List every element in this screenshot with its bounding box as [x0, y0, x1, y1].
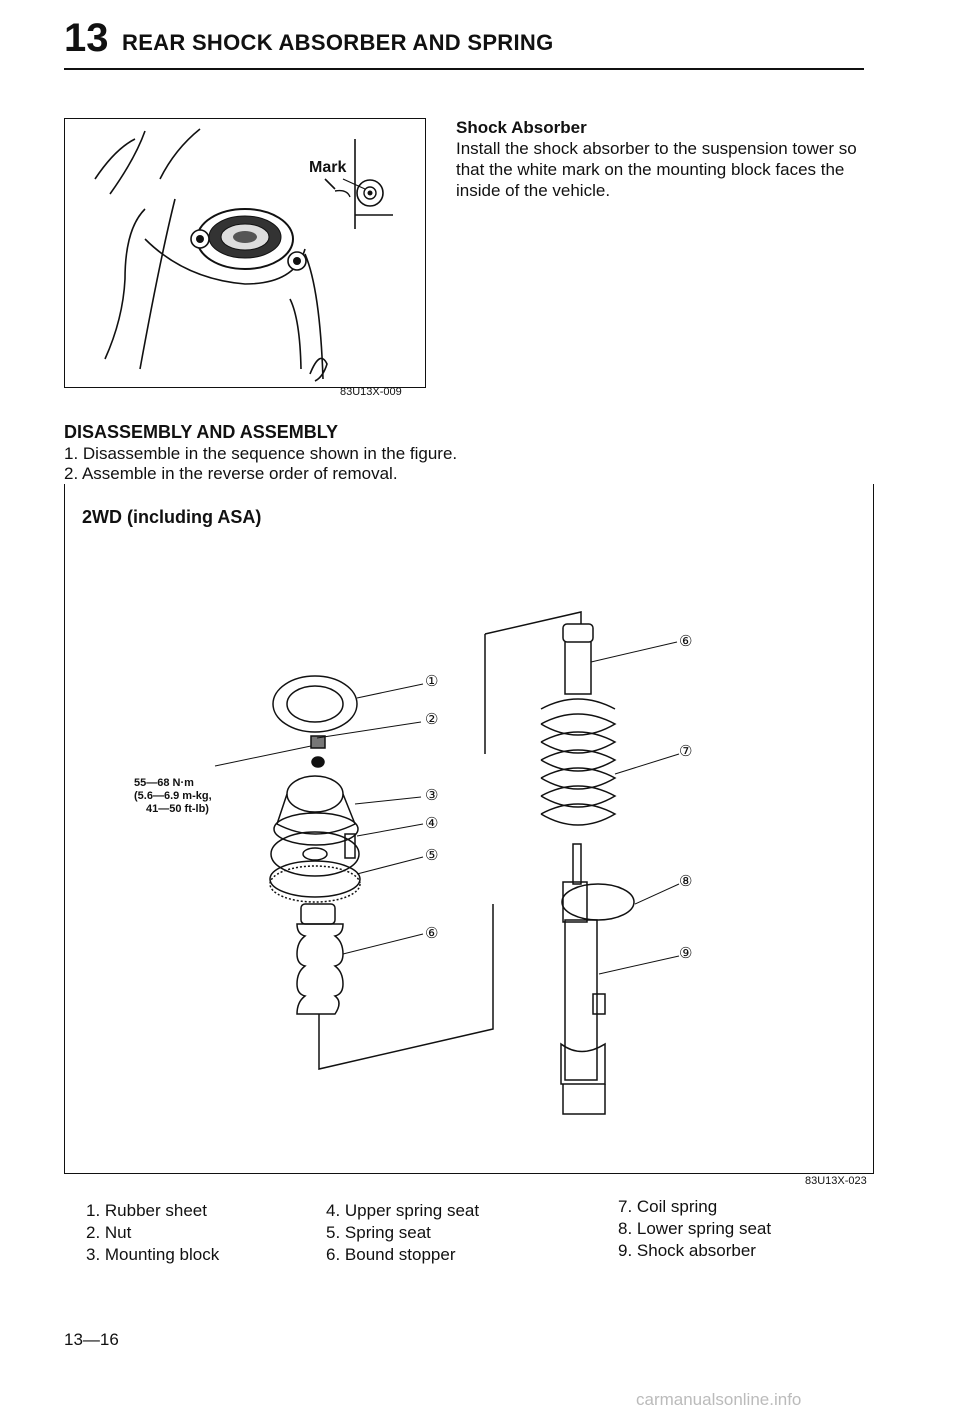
callout-6-lower: ⑥ — [425, 924, 439, 942]
figure-title: 2WD (including ASA) — [82, 507, 262, 527]
legend-item: 1. Rubber sheet — [86, 1201, 207, 1220]
legend-item: 6. Bound stopper — [326, 1245, 456, 1264]
suspension-tower-illustration — [94, 128, 393, 382]
legend-item: 2. Nut — [86, 1223, 132, 1242]
legend-item: 3. Mounting block — [86, 1245, 220, 1264]
exploded-view-illustration — [214, 611, 680, 1115]
figure-code: 83U13X-009 — [340, 386, 402, 398]
torque-nm: 55—68 N·m — [134, 777, 194, 789]
page-title: REAR SHOCK ABSORBER AND SPRING — [122, 30, 554, 55]
legend-column-2: 4. Upper spring seat 5. Spring seat 6. B… — [326, 1200, 479, 1266]
callout-3: ③ — [425, 786, 439, 804]
disassembly-heading: DISASSEMBLY AND ASSEMBLY — [64, 422, 339, 442]
callout-6-upper: ⑥ — [679, 632, 693, 650]
legend-item: 9. Shock absorber — [618, 1241, 756, 1260]
callout-2: ② — [425, 710, 439, 728]
callout-1: ① — [425, 672, 439, 690]
shock-absorber-heading: Shock Absorber — [456, 118, 587, 137]
callout-4: ④ — [425, 814, 439, 832]
step-2: 2. Assemble in the reverse order of remo… — [64, 464, 398, 483]
header-rule — [64, 68, 864, 70]
callout-9: ⑨ — [679, 944, 693, 962]
legend-item: 7. Coil spring — [618, 1197, 718, 1216]
mounting-mark-figure: Mark — [64, 118, 426, 388]
torque-mkg: (5.6—6.9 m-kg, — [134, 790, 212, 802]
page-number: 13—16 — [64, 1330, 119, 1349]
exploded-view-figure: ① ② ③ ④ ⑤ ⑥ ⑥ ⑦ ⑧ ⑨ — [64, 484, 874, 1174]
watermark: carmanualsonline.info — [636, 1390, 802, 1409]
torque-spec: 55—68 N·m (5.6—6.9 m-kg, 41—50 ft-lb) — [134, 777, 212, 816]
shock-absorber-text: Install the shock absorber to the suspen… — [456, 139, 857, 200]
section-number: 13 — [64, 16, 109, 60]
legend-column-1: 1. Rubber sheet 2. Nut 3. Mounting block — [86, 1200, 219, 1266]
torque-ftlb: 41—50 ft-lb) — [146, 803, 209, 815]
callout-8: ⑧ — [679, 872, 693, 890]
callout-5: ⑤ — [425, 846, 439, 864]
callout-7: ⑦ — [679, 742, 693, 760]
step-1: 1. Disassemble in the sequence shown in … — [64, 444, 458, 463]
mark-label: Mark — [309, 159, 347, 176]
legend-item: 5. Spring seat — [326, 1223, 431, 1242]
figure-code-2: 83U13X-023 — [805, 1175, 867, 1187]
legend-item: 8. Lower spring seat — [618, 1219, 772, 1238]
legend-item: 4. Upper spring seat — [326, 1201, 480, 1220]
legend-column-3: 7. Coil spring 8. Lower spring seat 9. S… — [618, 1196, 771, 1262]
